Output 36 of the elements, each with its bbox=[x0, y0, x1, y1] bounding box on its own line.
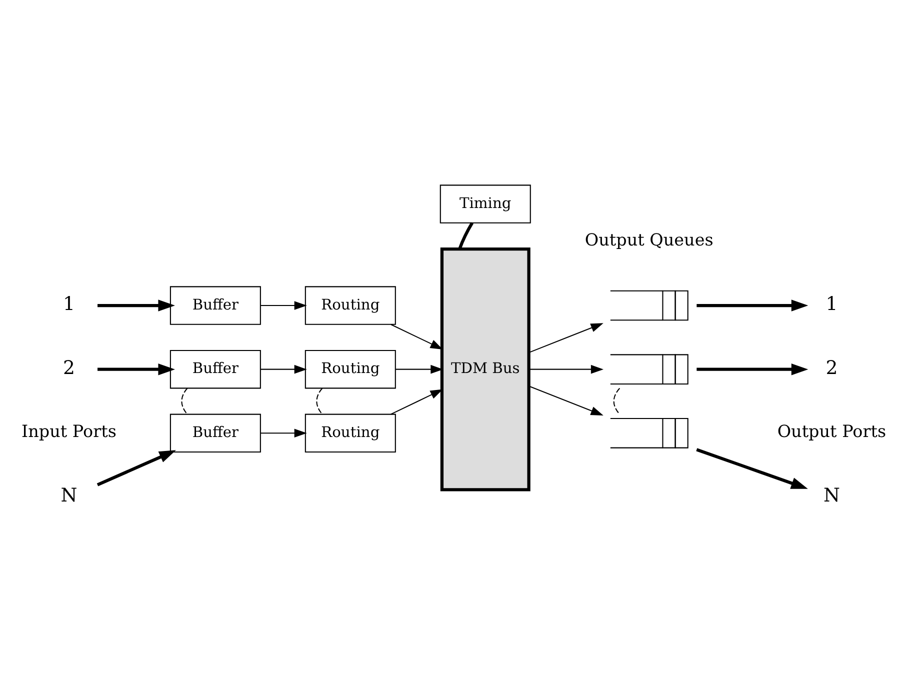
node-box: Buffer bbox=[170, 413, 261, 452]
node-text: 1 bbox=[826, 294, 838, 315]
arrow bbox=[528, 385, 604, 416]
node-box: TDM Bus bbox=[440, 246, 530, 491]
connector bbox=[181, 387, 188, 414]
node-box: Buffer bbox=[170, 286, 261, 324]
connector bbox=[316, 387, 323, 414]
arrow bbox=[98, 362, 175, 375]
arrow bbox=[98, 299, 175, 311]
connector bbox=[613, 387, 620, 414]
label: Output Queues bbox=[584, 229, 714, 250]
node-text: 2 bbox=[62, 357, 75, 378]
arrow bbox=[696, 362, 808, 375]
node-text: 1 bbox=[62, 294, 75, 315]
node-text: N bbox=[823, 485, 840, 506]
arrow bbox=[528, 322, 604, 353]
connector bbox=[458, 222, 474, 249]
label: Output Ports bbox=[777, 420, 886, 441]
arrow bbox=[260, 300, 307, 310]
arrow bbox=[528, 364, 604, 374]
node-text: N bbox=[60, 485, 78, 506]
arrow bbox=[396, 364, 444, 374]
node-text: 2 bbox=[826, 357, 838, 378]
node-box: Routing bbox=[304, 413, 396, 452]
label: Input Ports bbox=[22, 420, 116, 441]
arrow bbox=[390, 388, 443, 414]
arrow bbox=[96, 450, 176, 486]
arrow bbox=[260, 428, 307, 438]
arrow bbox=[696, 448, 808, 488]
node-box: Routing bbox=[304, 349, 396, 388]
node-box: Timing bbox=[440, 184, 531, 223]
arrow bbox=[260, 364, 307, 374]
node-box: Routing bbox=[304, 286, 396, 324]
arrow bbox=[390, 324, 443, 349]
arrow bbox=[696, 299, 808, 311]
node-box: Buffer bbox=[170, 349, 261, 388]
